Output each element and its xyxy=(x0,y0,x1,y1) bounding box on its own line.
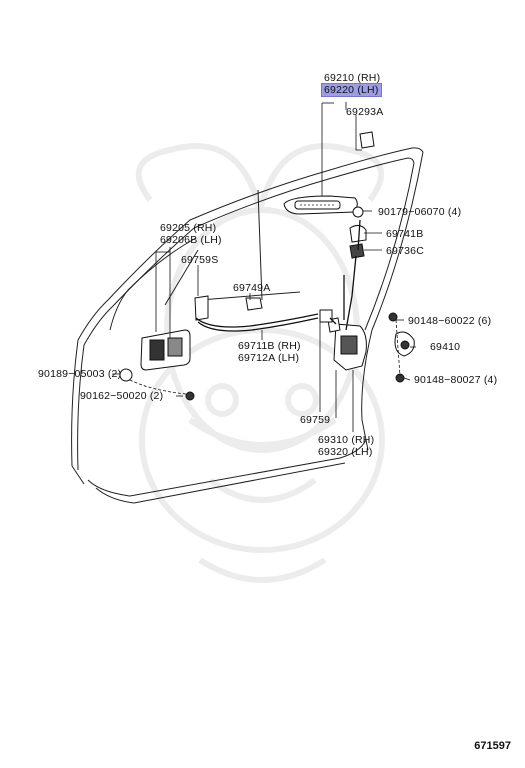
door-panel-outline xyxy=(71,147,424,504)
label-69759s: 69759S xyxy=(181,254,219,266)
diagram-id: 671597 xyxy=(474,740,511,752)
label-69712a-lh: 69712A (LH) xyxy=(238,352,300,364)
small-parts xyxy=(119,131,405,401)
label-90148-80027: 90148−80027 (4) xyxy=(414,374,498,386)
inside-handle xyxy=(140,329,191,371)
label-69320-lh: 69320 (LH) xyxy=(318,446,373,458)
label-90148-60022: 90148−60022 (6) xyxy=(408,315,492,327)
lock-assembly xyxy=(327,317,415,371)
rods-and-cables xyxy=(195,219,361,332)
label-69310-rh: 69310 (RH) xyxy=(318,434,375,446)
label-69210-rh: 69210 (RH) xyxy=(324,72,381,84)
label-90179-06070: 90179−06070 (4) xyxy=(378,206,462,218)
label-69759: 69759 xyxy=(300,414,331,426)
label-90189-05003: 90189−05003 (2) xyxy=(38,368,122,380)
label-69293a: 69293A xyxy=(346,106,384,118)
label-69206b-lh: 69206B (LH) xyxy=(160,234,222,246)
label-69736c: 69736C xyxy=(386,245,424,257)
label-90162-50020: 90162−50020 (2) xyxy=(80,390,164,402)
label-69205-rh: 69205 (RH) xyxy=(160,222,217,234)
label-69220-lh-highlighted[interactable]: 69220 (LH) xyxy=(321,83,382,97)
label-69711b-rh: 69711B (RH) xyxy=(238,340,301,352)
label-69410: 69410 xyxy=(430,341,461,353)
leader-lines xyxy=(112,102,416,432)
outside-handle xyxy=(283,195,358,215)
label-69741b: 69741B xyxy=(386,228,424,240)
label-69749a: 69749A xyxy=(233,282,271,294)
